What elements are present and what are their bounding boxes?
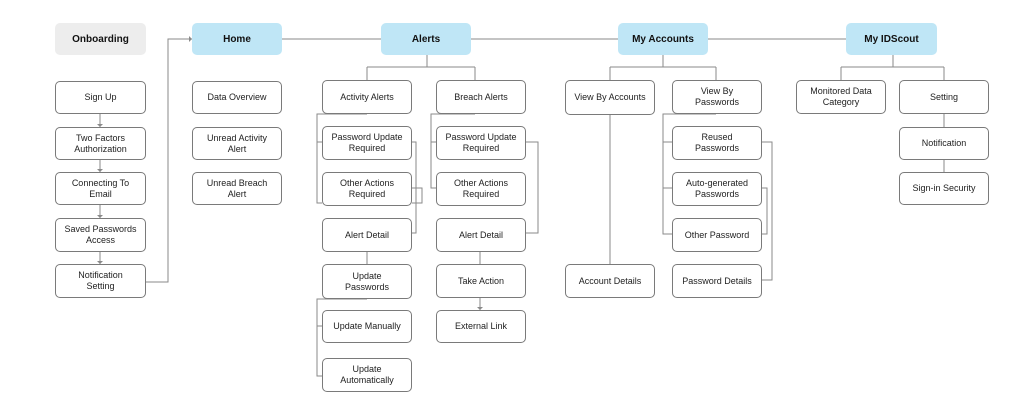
onboarding-item-connecting-email[interactable]: Connecting To Email — [55, 172, 146, 205]
breach-take-action[interactable]: Take Action — [436, 264, 526, 298]
activity-update-manually[interactable]: Update Manually — [322, 310, 412, 343]
my-accounts-header[interactable]: My Accounts — [618, 23, 708, 55]
activity-update-automatically[interactable]: Update Automatically — [322, 358, 412, 392]
password-details[interactable]: Password Details — [672, 264, 762, 298]
activity-password-update[interactable]: Password Update Required — [322, 126, 412, 160]
home-header[interactable]: Home — [192, 23, 282, 55]
activity-alerts[interactable]: Activity Alerts — [322, 80, 412, 114]
setting-sign-in-security[interactable]: Sign-in Security — [899, 172, 989, 205]
setting[interactable]: Setting — [899, 80, 989, 114]
monitored-data-category[interactable]: Monitored Data Category — [796, 80, 886, 114]
onboarding-item-saved-passwords[interactable]: Saved Passwords Access — [55, 218, 146, 252]
breach-password-update[interactable]: Password Update Required — [436, 126, 526, 160]
onboarding-header[interactable]: Onboarding — [55, 23, 146, 55]
home-item-unread-breach[interactable]: Unread Breach Alert — [192, 172, 282, 205]
view-by-passwords[interactable]: View By Passwords — [672, 80, 762, 114]
activity-update-passwords[interactable]: Update Passwords — [322, 264, 412, 299]
alerts-header[interactable]: Alerts — [381, 23, 471, 55]
breach-alert-detail[interactable]: Alert Detail — [436, 218, 526, 252]
activity-other-actions[interactable]: Other Actions Required — [322, 172, 412, 206]
setting-notification[interactable]: Notification — [899, 127, 989, 160]
reused-passwords[interactable]: Reused Passwords — [672, 126, 762, 160]
breach-alerts[interactable]: Breach Alerts — [436, 80, 526, 114]
onboarding-item-sign-up[interactable]: Sign Up — [55, 81, 146, 114]
home-item-unread-activity[interactable]: Unread Activity Alert — [192, 127, 282, 160]
auto-generated-passwords[interactable]: Auto-generated Passwords — [672, 172, 762, 206]
onboarding-item-two-factor[interactable]: Two Factors Authorization — [55, 127, 146, 160]
home-item-data-overview[interactable]: Data Overview — [192, 81, 282, 114]
my-idscout-header[interactable]: My IDScout — [846, 23, 937, 55]
onboarding-item-notification-setting[interactable]: Notification Setting — [55, 264, 146, 298]
view-by-accounts[interactable]: View By Accounts — [565, 80, 655, 115]
breach-external-link[interactable]: External Link — [436, 310, 526, 343]
other-password[interactable]: Other Password — [672, 218, 762, 252]
account-details[interactable]: Account Details — [565, 264, 655, 298]
activity-alert-detail[interactable]: Alert Detail — [322, 218, 412, 252]
breach-other-actions[interactable]: Other Actions Required — [436, 172, 526, 206]
